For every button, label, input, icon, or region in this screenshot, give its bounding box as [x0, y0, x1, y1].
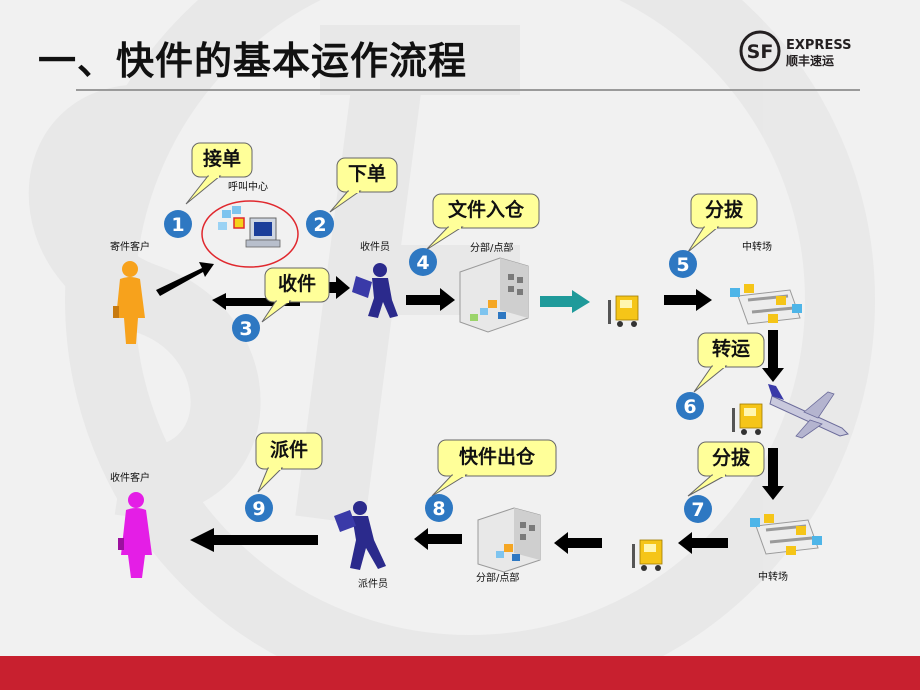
arrow-icon — [540, 290, 590, 313]
svg-text:顺丰速运: 顺丰速运 — [786, 53, 834, 68]
airplane-icon — [768, 384, 849, 439]
arrow-icon — [190, 528, 318, 552]
step-circle-4: 4 — [409, 248, 437, 276]
callout-label-2: 下单 — [347, 163, 386, 185]
arrow-icon — [406, 288, 455, 311]
footer-bar — [0, 656, 920, 690]
node-label-sender: 寄件客户 — [110, 242, 150, 253]
svg-text:2: 2 — [313, 214, 326, 236]
node-label-branch-in: 分部/点部 — [470, 243, 514, 254]
call-center-computer-icon — [201, 200, 299, 268]
callout-label-8: 快件出仓 — [458, 446, 535, 468]
step-circle-9: 9 — [245, 494, 273, 522]
svg-text:6: 6 — [683, 396, 696, 418]
node-label-hub-2: 中转场 — [758, 572, 788, 583]
callout-label-7: 分拔 — [711, 447, 750, 469]
receiver-figure-icon — [118, 492, 152, 578]
node-label-branch-out: 分部/点部 — [476, 573, 520, 584]
hub-sorting-icon — [750, 514, 822, 555]
callout-8 — [431, 439, 557, 497]
callout-label-1: 接单 — [202, 148, 241, 170]
node-label-delivery-courier: 派件员 — [358, 579, 388, 590]
forklift-icon — [608, 295, 639, 327]
svg-text:9: 9 — [252, 498, 265, 520]
step-circle-5: 5 — [669, 250, 697, 278]
flow-arrows — [156, 262, 784, 554]
delivery-courier-icon — [334, 501, 386, 570]
arrow-icon — [156, 262, 214, 296]
title-divider — [76, 89, 860, 91]
callout-9 — [255, 432, 323, 493]
step-circle-8: 8 — [425, 494, 453, 522]
sf-express-logo: SF EXPRESS 顺丰速运 — [738, 27, 862, 75]
node-label-call-center: 呼叫中心 — [228, 182, 268, 193]
callout-label-5: 分拔 — [704, 199, 743, 221]
forklift-icon — [732, 403, 763, 435]
arrow-icon — [762, 448, 784, 500]
node-label-pickup-courier: 收件员 — [360, 242, 390, 253]
callout-6 — [693, 332, 765, 393]
callouts — [185, 142, 765, 497]
step-circle-7: 7 — [684, 495, 712, 523]
arrow-icon — [762, 330, 784, 382]
node-label-receiver: 收件客户 — [110, 473, 150, 484]
step-numbers: 1 2 3 4 5 6 7 8 9 — [164, 210, 712, 523]
svg-text:7: 7 — [691, 499, 704, 521]
arrow-icon — [678, 532, 728, 554]
svg-text:SF: SF — [747, 41, 774, 63]
pickup-courier-icon — [352, 263, 398, 318]
svg-text:1: 1 — [171, 214, 184, 236]
callout-5 — [687, 193, 758, 253]
step-circle-3: 3 — [232, 314, 260, 342]
svg-text:EXPRESS: EXPRESS — [786, 38, 851, 53]
slide-title: 一、快件的基本运作流程 — [38, 39, 468, 83]
hub-sorting-icon — [730, 284, 802, 325]
callout-7 — [687, 441, 765, 497]
svg-text:3: 3 — [239, 318, 252, 340]
step-circle-6: 6 — [676, 392, 704, 420]
branch-warehouse-in-icon — [459, 257, 529, 333]
svg-text:5: 5 — [676, 254, 689, 276]
callout-label-6: 转运 — [711, 338, 750, 360]
arrow-icon — [664, 289, 712, 311]
callout-2 — [329, 157, 398, 213]
arrow-icon — [414, 528, 462, 550]
callout-label-9: 派件 — [269, 439, 308, 461]
callout-4 — [425, 193, 540, 251]
branch-warehouse-out-icon — [477, 507, 541, 573]
forklift-icon — [632, 539, 663, 571]
node-label-hub-1: 中转场 — [742, 242, 772, 253]
step-circle-1: 1 — [164, 210, 192, 238]
sf-logo-icon: SF EXPRESS 顺丰速运 — [739, 30, 851, 72]
step-circle-2: 2 — [306, 210, 334, 238]
callout-label-3: 收件 — [277, 273, 316, 295]
callout-1 — [185, 142, 253, 205]
arrow-icon — [554, 532, 602, 554]
callout-label-4: 文件入仓 — [447, 199, 524, 221]
sender-figure-icon — [113, 261, 145, 344]
callout-3 — [261, 267, 330, 323]
svg-text:8: 8 — [432, 498, 445, 520]
svg-text:4: 4 — [416, 252, 429, 274]
